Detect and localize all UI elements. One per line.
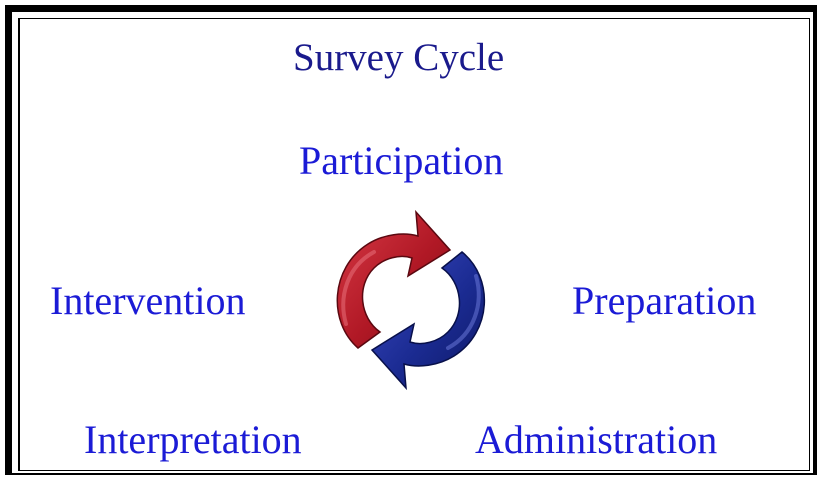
stage-participation: Participation: [299, 138, 504, 183]
inner-frame: [18, 18, 810, 471]
blue-arrow-icon: [370, 251, 485, 390]
stage-preparation: Preparation: [572, 278, 757, 323]
stage-interpretation: Interpretation: [84, 417, 302, 462]
diagram-title: Survey Cycle: [293, 36, 505, 79]
outer-frame: [5, 5, 817, 475]
circular-arrows-icon: [322, 206, 500, 390]
red-arrow-icon: [336, 209, 452, 349]
stage-intervention: Intervention: [50, 278, 246, 323]
stage-administration: Administration: [475, 417, 718, 462]
